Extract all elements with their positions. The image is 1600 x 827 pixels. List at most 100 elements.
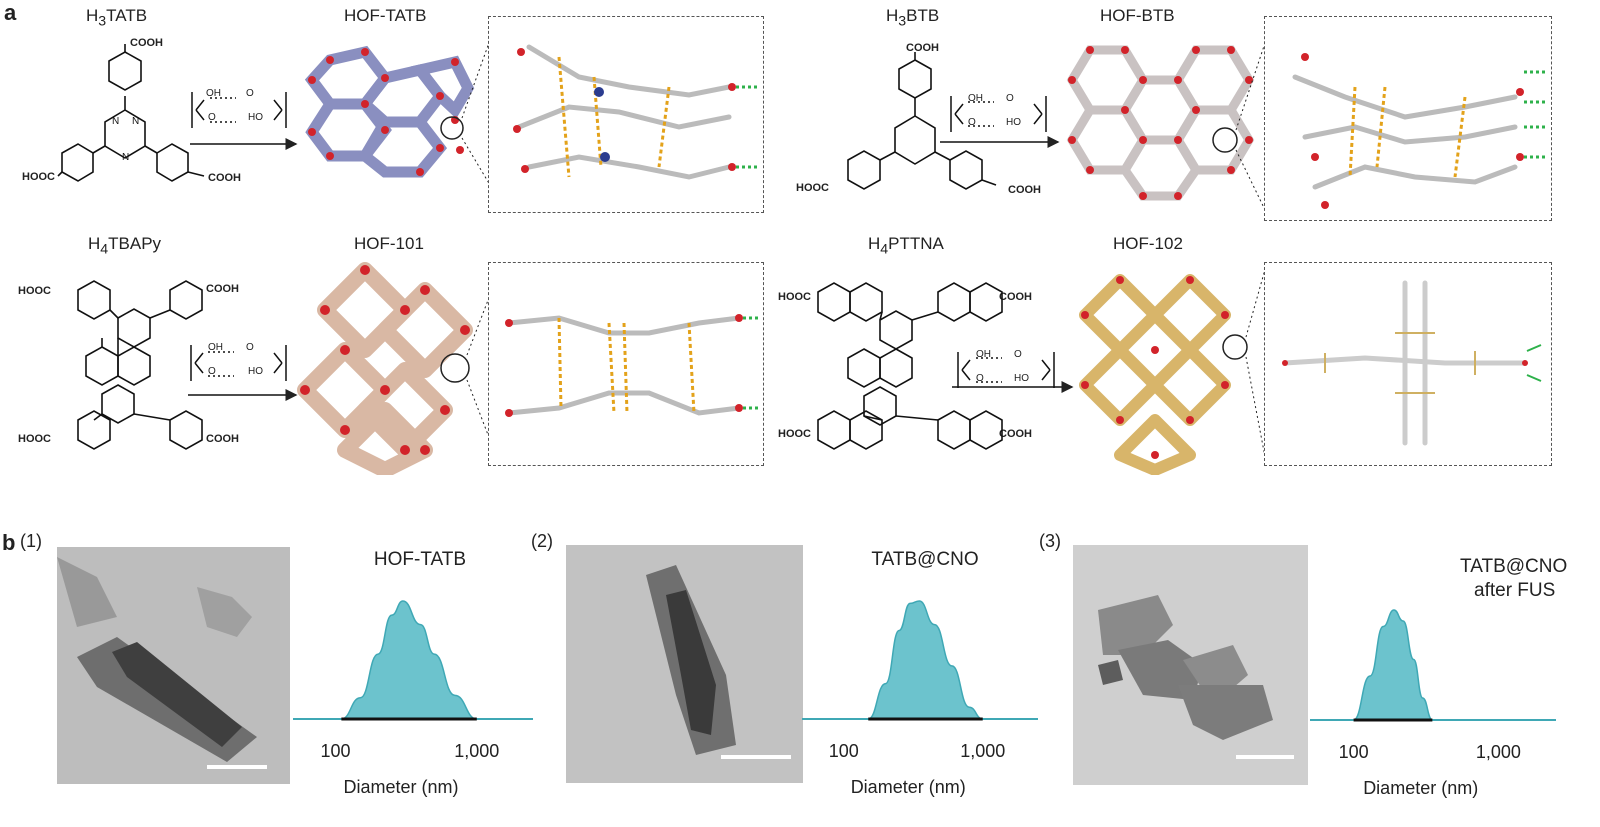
linker-rest: BTB xyxy=(906,6,940,25)
zoom-stack-101 xyxy=(505,314,759,417)
hof-label-102: HOF-102 xyxy=(1113,234,1183,253)
framework-hof-btb xyxy=(1066,45,1255,201)
linker-rest: TATB xyxy=(106,6,148,25)
linker-sub: 4 xyxy=(880,241,889,258)
reaction-arrow xyxy=(952,352,1074,393)
dimer-o: O xyxy=(246,342,254,353)
dimer-oh: OH xyxy=(208,342,223,353)
molecule-h4tbapy xyxy=(77,280,203,450)
cooh-label: COOH xyxy=(206,433,239,445)
distribution-area xyxy=(1353,609,1433,721)
hof-label-btb: HOF-BTB xyxy=(1100,6,1175,25)
distribution-area xyxy=(341,600,477,720)
cooh-label: COOH xyxy=(1008,184,1041,196)
panel-b-label: b xyxy=(2,530,16,555)
tem-micrograph xyxy=(566,545,803,783)
tem-image-tatb-cno-fus xyxy=(1073,545,1308,785)
zoom-box-hof-btb xyxy=(1264,16,1552,221)
hooc-label: HOOC xyxy=(796,182,829,194)
zoom-box-hof-102 xyxy=(1264,262,1552,466)
reaction-arrow xyxy=(188,345,298,401)
cooh-label: COOH xyxy=(999,428,1032,440)
hof-label-tatb: HOF-TATB xyxy=(344,6,427,25)
zoom-box-hof-tatb xyxy=(488,16,764,213)
cooh-label: COOH xyxy=(999,291,1032,303)
chart-title-line1: TATB@CNO xyxy=(871,549,979,570)
cooh-label: COOH xyxy=(906,42,939,54)
linker-sub: 4 xyxy=(100,241,109,258)
hooc-label: HOOC xyxy=(18,433,51,445)
reaction-arrow xyxy=(190,92,298,150)
cooh-label: COOH xyxy=(208,172,241,184)
molecule-h4pttna xyxy=(817,282,1003,450)
x-tick-label: 1,000 xyxy=(960,741,1005,761)
dimer-ho: HO xyxy=(1014,373,1029,384)
panel-a-graphics: N N N xyxy=(57,39,1267,475)
zoom-stack-102 xyxy=(1282,280,1542,446)
linker-sub: 3 xyxy=(898,13,907,30)
linker-rest: TBAPy xyxy=(108,234,162,253)
x-axis-title: Diameter (nm) xyxy=(1363,778,1478,798)
reaction-arrow xyxy=(940,96,1060,148)
zoom-box-hof-101 xyxy=(488,262,764,466)
zoom-stack-tatb xyxy=(513,44,757,180)
chart-title-3: TATB@CNO after FUS xyxy=(1400,555,1600,603)
svg-text:N: N xyxy=(112,116,119,127)
linker-label-h4tbapy: H4TBAPy xyxy=(88,234,161,257)
dimer-ho: HO xyxy=(1006,117,1021,128)
dimer-o: O xyxy=(1006,93,1014,104)
molecule-h3tatb xyxy=(57,44,205,182)
chart-title-line1: HOF-TATB xyxy=(373,549,467,570)
linker-h: H xyxy=(88,234,101,253)
dimer-o: O xyxy=(976,373,984,384)
tem-image-hof-tatb xyxy=(57,547,290,784)
dimer-o: O xyxy=(968,117,976,128)
chart-title-2: TATB@CNO xyxy=(805,548,1045,572)
panel-a-label: a xyxy=(4,0,17,25)
cooh-label: COOH xyxy=(206,283,239,295)
x-tick-label: 100 xyxy=(1339,742,1369,762)
hooc-label: HOOC xyxy=(22,171,55,183)
linker-rest: PTTNA xyxy=(888,234,944,253)
svg-text:N: N xyxy=(132,116,139,127)
distribution-area xyxy=(867,600,983,720)
dimer-oh: OH xyxy=(206,88,221,99)
dimer-o: O xyxy=(208,366,216,377)
chart-title-line2: after FUS xyxy=(1474,580,1556,601)
chart-title-1: HOF-TATB xyxy=(300,548,540,572)
hof-label-101: HOF-101 xyxy=(354,234,424,253)
x-axis-title: Diameter (nm) xyxy=(343,777,458,797)
x-tick-label: 1,000 xyxy=(454,741,499,761)
framework-hof-102 xyxy=(1079,274,1248,475)
cooh-label: COOH xyxy=(130,37,163,49)
tem-image-tatb-cno xyxy=(566,545,803,783)
framework-hof-101 xyxy=(297,262,473,475)
dimer-o: O xyxy=(1014,349,1022,360)
subpanel-tag-2: (2) xyxy=(531,531,553,551)
x-tick-label: 100 xyxy=(321,741,351,761)
svg-text:N: N xyxy=(122,152,129,163)
zoom-stack-btb xyxy=(1292,53,1545,209)
dimer-ho: HO xyxy=(248,112,263,123)
molecule-h3btb xyxy=(847,52,997,190)
linker-sub: 3 xyxy=(98,13,107,30)
dimer-ho: HO xyxy=(248,366,263,377)
molecule-h3tatb-n: N N N xyxy=(112,116,139,163)
linker-h: H xyxy=(886,6,899,25)
hooc-label: HOOC xyxy=(18,285,51,297)
x-axis-title: Diameter (nm) xyxy=(851,777,966,797)
linker-label-h4pttna: H4PTTNA xyxy=(868,234,944,257)
dimer-o: O xyxy=(208,112,216,123)
dimer-oh: OH xyxy=(968,93,983,104)
hooc-label: HOOC xyxy=(778,291,811,303)
linker-label-h3btb: H3BTB xyxy=(886,6,939,29)
hooc-label: HOOC xyxy=(778,428,811,440)
subpanel-tag-3: (3) xyxy=(1039,531,1061,551)
x-tick-label: 1,000 xyxy=(1476,742,1521,762)
subpanel-tag-1: (1) xyxy=(20,531,42,551)
tem-micrograph xyxy=(1073,545,1308,785)
linker-label-h3tatb: H3TATB xyxy=(86,6,147,29)
x-tick-label: 100 xyxy=(829,741,859,761)
